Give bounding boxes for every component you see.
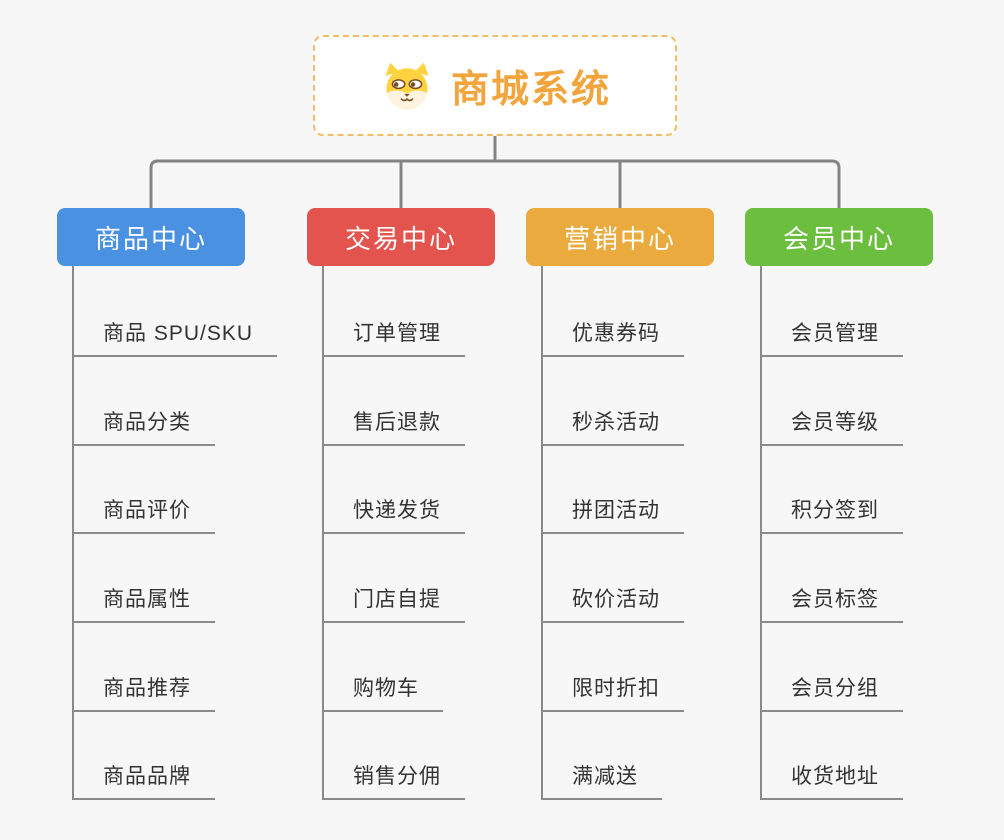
- root-title: 商城系统: [450, 69, 611, 111]
- dog-face-icon: [385, 62, 429, 109]
- topic-item[interactable]: 会员等级: [760, 400, 903, 446]
- topic-item[interactable]: 会员管理: [760, 311, 903, 357]
- topic-item[interactable]: 限时折扣: [541, 666, 684, 712]
- topic-item[interactable]: 秒杀活动: [541, 400, 684, 446]
- topic-item[interactable]: 会员标签: [760, 577, 903, 623]
- topic-item[interactable]: 销售分佣: [322, 754, 465, 800]
- topic-item[interactable]: 商品推荐: [72, 666, 215, 712]
- topic-item[interactable]: 商品分类: [72, 400, 215, 446]
- topic-item[interactable]: 积分签到: [760, 488, 903, 534]
- branch-box-4[interactable]: 会员中心: [745, 208, 933, 266]
- topic-item[interactable]: 购物车: [322, 666, 443, 712]
- topic-item[interactable]: 优惠券码: [541, 311, 684, 357]
- topic-item[interactable]: 会员分组: [760, 666, 903, 712]
- topic-item[interactable]: 满减送: [541, 754, 662, 800]
- branch-rail-line: [149, 159, 841, 208]
- branch-box-2[interactable]: 交易中心: [307, 208, 495, 266]
- topic-item[interactable]: 售后退款: [322, 400, 465, 446]
- topic-item[interactable]: 门店自提: [322, 577, 465, 623]
- topic-item[interactable]: 商品属性: [72, 577, 215, 623]
- topic-item[interactable]: 商品评价: [72, 488, 215, 534]
- topic-item[interactable]: 商品品牌: [72, 754, 215, 800]
- topic-item[interactable]: 拼团活动: [541, 488, 684, 534]
- topic-item[interactable]: 订单管理: [322, 311, 465, 357]
- branch-box-3[interactable]: 营销中心: [526, 208, 714, 266]
- topic-item[interactable]: 商品 SPU/SKU: [72, 311, 278, 357]
- root-node[interactable]: 商城系统: [313, 35, 677, 136]
- branch-box-1[interactable]: 商品中心: [57, 208, 245, 266]
- topic-item[interactable]: 快递发货: [322, 488, 465, 534]
- topic-item[interactable]: 砍价活动: [541, 577, 684, 623]
- topic-item[interactable]: 收货地址: [760, 754, 903, 800]
